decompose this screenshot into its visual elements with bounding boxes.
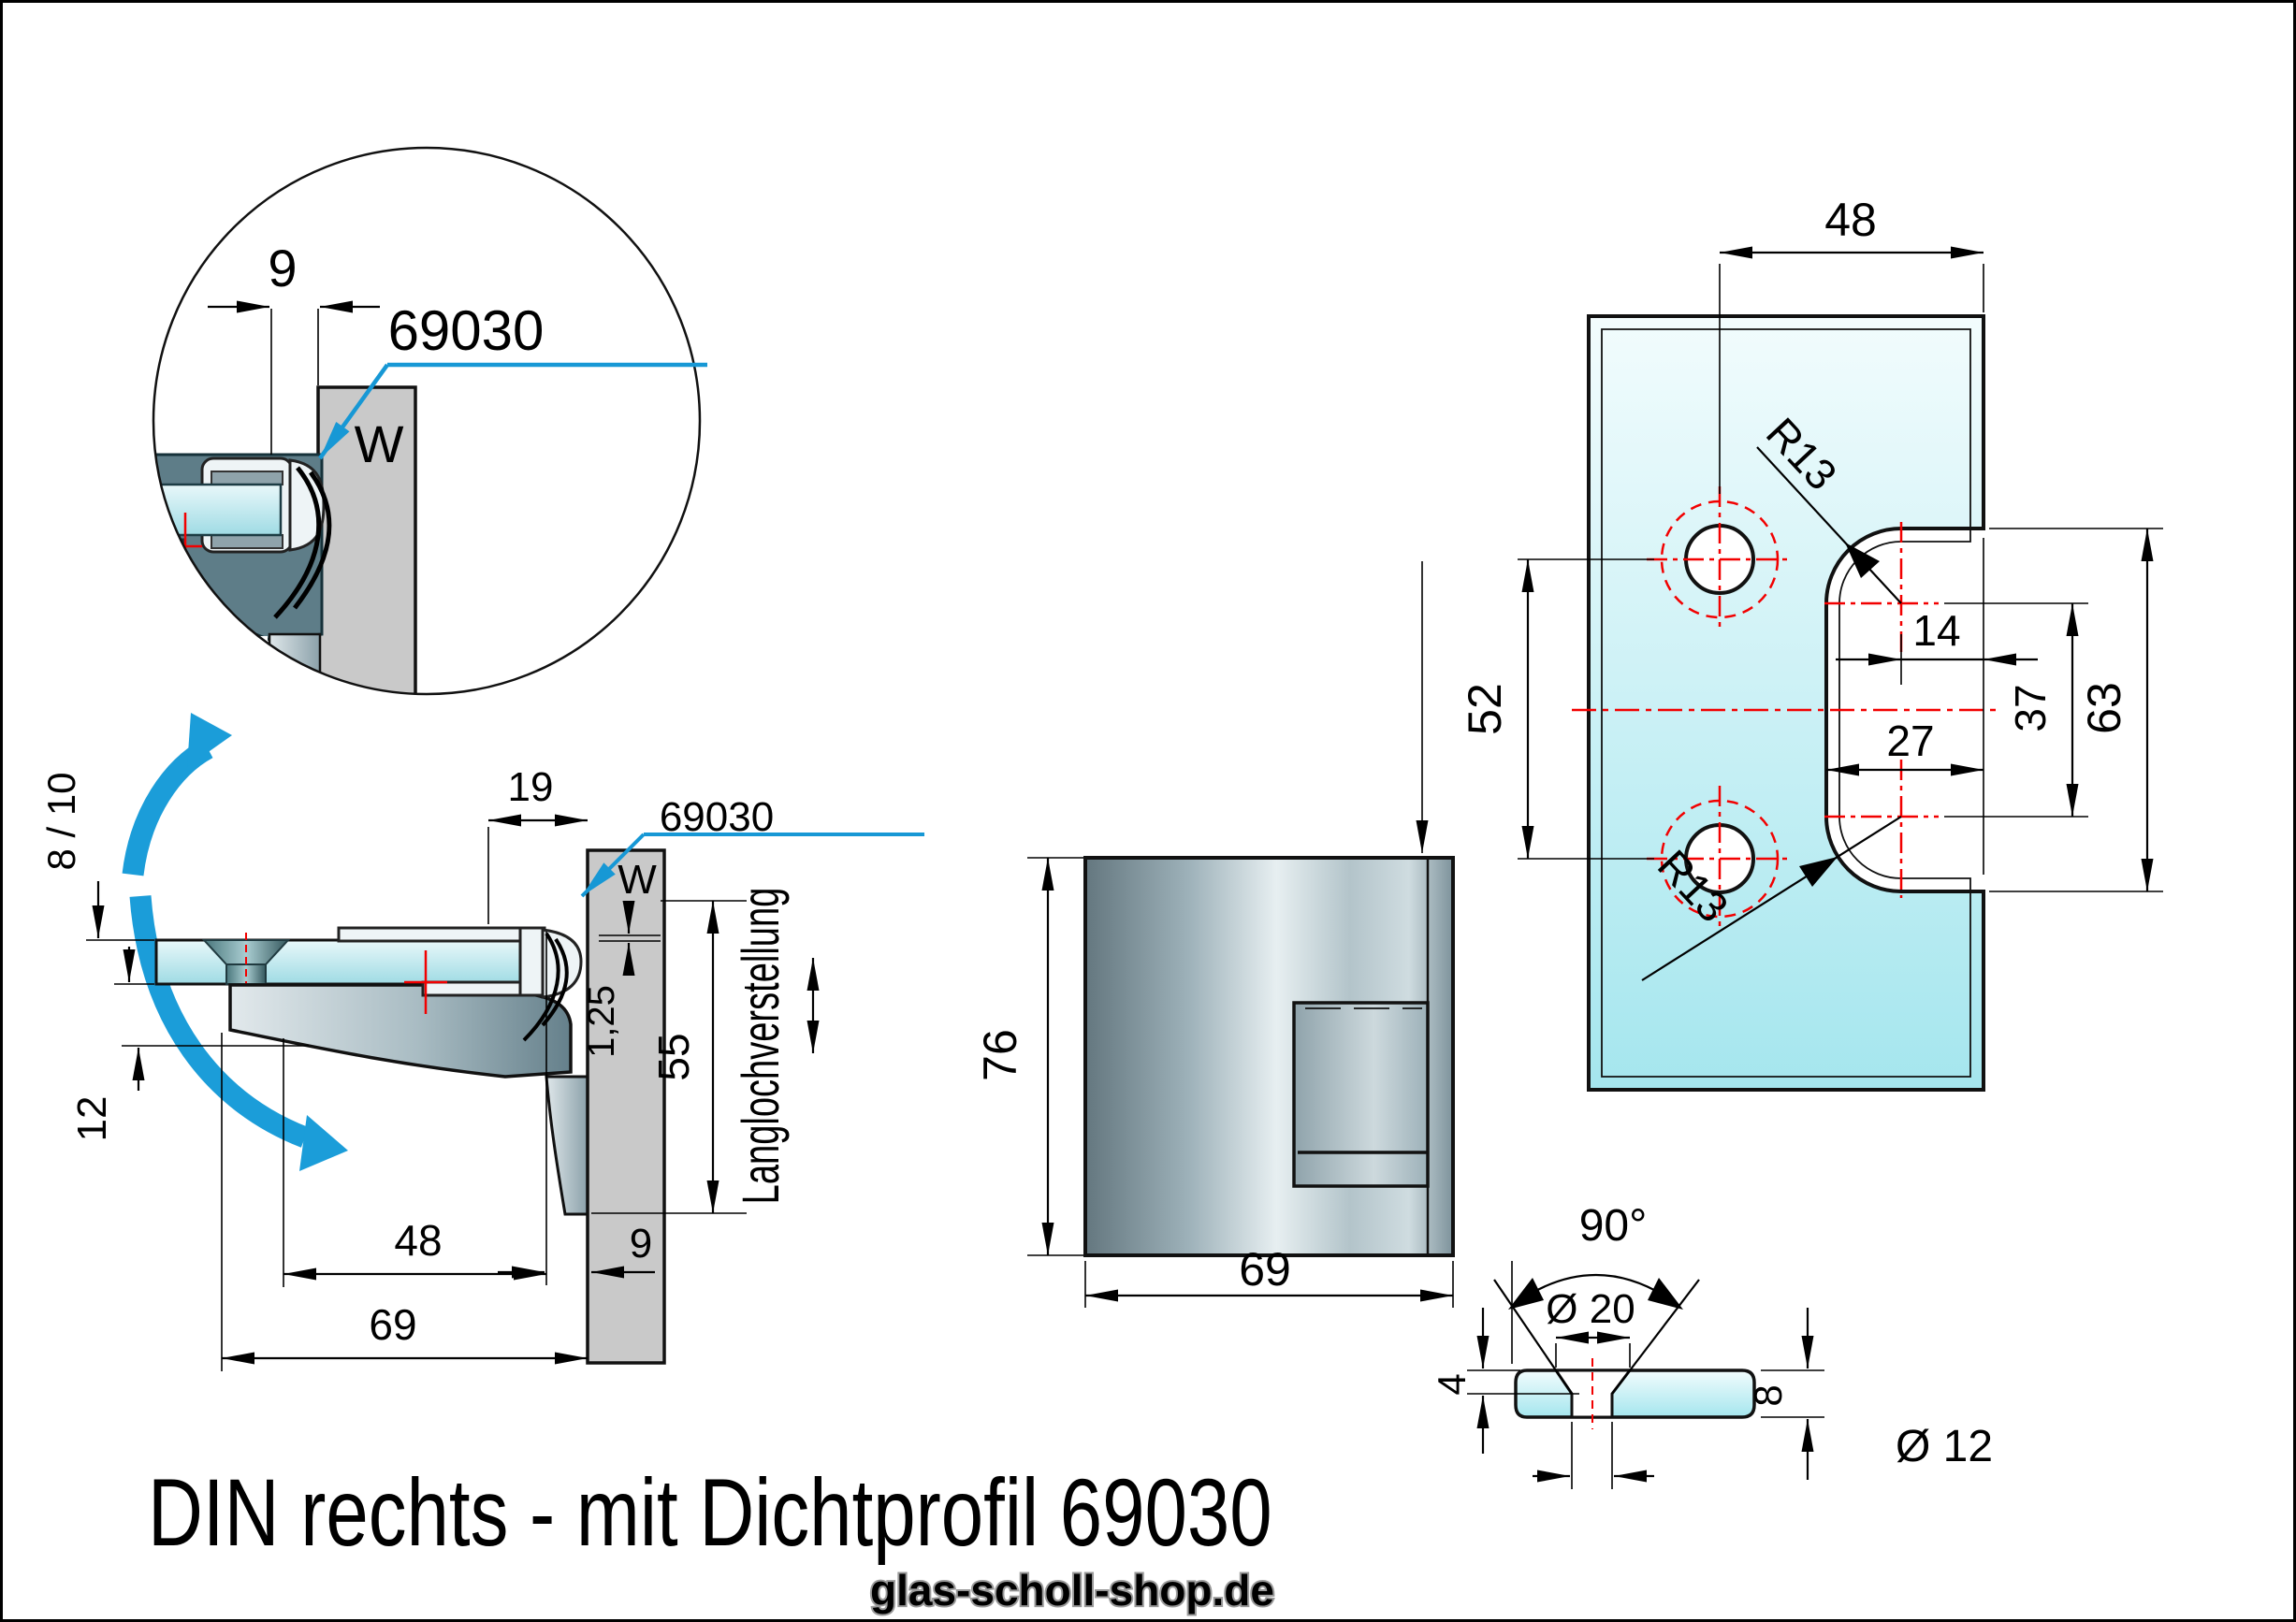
detail-view: W 9 69030 [152,146,707,696]
radius-leader-top [1756,446,1902,604]
detail-gap [182,636,268,694]
angle-line [1493,1279,1573,1395]
side-dim-48: 48 [394,1216,442,1265]
angle-arrow [1648,1278,1683,1310]
detail-seal-lip-top [211,471,283,485]
page-title: DIN rechts - mit Dichtprofil 69030 [148,1458,1272,1566]
side-dim-1-25: 1,25 [581,985,622,1058]
side-view: W 8 / 10 12 19 69030 1,25 55 9 48 [39,713,924,1371]
radius-leader-bottom [1641,816,1902,981]
panel-dim-27: 27 [1886,717,1934,765]
side-seal-spring-arc [522,932,560,1042]
detail-wall-label: W [355,414,404,473]
detail-glass [153,483,283,537]
detail-part-label: 69030 [388,299,545,362]
swing-arrow-lower-head [299,1115,348,1171]
panel-dim-14: 14 [1912,606,1960,655]
detail-seal-spring-arc [273,466,322,619]
section-view: 90° Ø 20 4 8 Ø 12 [1430,1201,1993,1489]
section-dim-4: 4 [1430,1373,1474,1395]
detail-circle [152,146,702,696]
detail-seal-lip-bottom [211,534,283,549]
panel-dim-63: 63 [2078,682,2130,734]
section-dim-8: 8 [1746,1384,1790,1406]
section-angle: 90° [1579,1201,1648,1251]
swing-arrow-upper-head [187,713,232,767]
side-wall [586,848,666,1365]
swing-arrow-upper [122,738,213,876]
panel-dim-52: 52 [1459,683,1511,735]
leader-arrow [318,363,389,460]
side-strut [545,1075,589,1216]
side-dim-69: 69 [369,1300,416,1349]
front-dim-76: 76 [974,1029,1026,1081]
side-wall-label: W [618,857,657,903]
side-seal-spring-arc [541,937,569,1027]
front-view: 76 69 [974,561,1513,1364]
angle-line [1611,1279,1700,1395]
side-dim-55: 55 [649,1033,698,1080]
front-dim-69: 69 [1239,1243,1291,1296]
section-dia-12: Ø 12 [1896,1422,1993,1471]
side-dim-12: 12 [69,1096,115,1142]
angle-arrow [1508,1278,1544,1310]
panel-view: 48 52 14 27 37 63 R13 R13 [1459,194,2163,1092]
side-adjust-label: Langlochverstellung [733,888,791,1205]
panel-dim-37: 37 [2006,684,2055,731]
radius-arrow-top [1845,543,1880,578]
leader-arrow [580,833,646,898]
detail-seal-spring-arc [293,471,332,610]
swing-arrow-lower [129,895,310,1148]
side-dim-glass: 8 / 10 [39,772,83,870]
section-dia-20: Ø 20 [1546,1286,1635,1332]
side-clamp-top [337,926,546,943]
side-dim-9: 9 [630,1221,652,1267]
front-glass-slot [1292,1001,1430,1188]
side-clamp-cap [518,926,546,997]
detail-dim-9: 9 [268,239,297,297]
radius-arrow-bottom [1799,857,1838,887]
side-hinge-body [228,983,573,1079]
side-part-label: 69030 [660,794,774,840]
panel-dim-48: 48 [1824,194,1877,246]
side-dim-19: 19 [508,764,554,810]
watermark: glas-scholl-shop.de [870,1566,1274,1615]
